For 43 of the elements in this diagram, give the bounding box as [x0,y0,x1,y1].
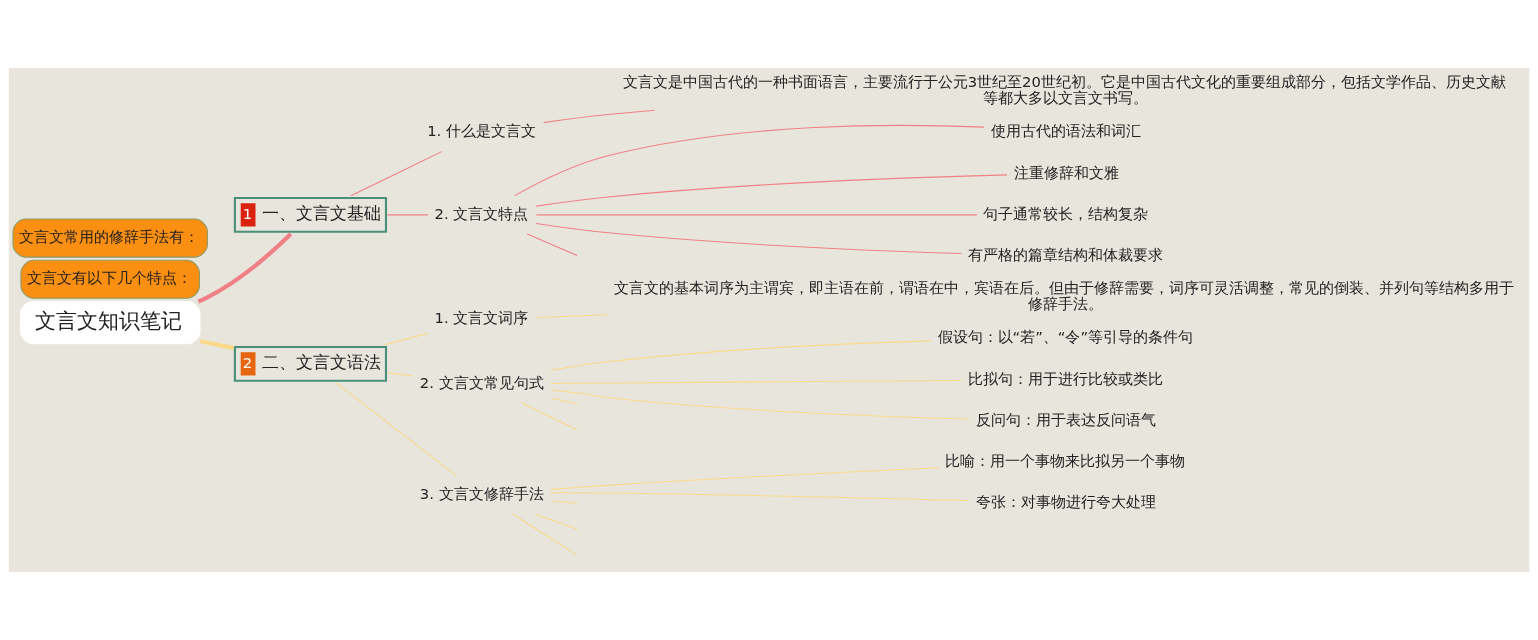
connector [550,340,932,371]
connector [535,214,978,216]
node-text: 使用古代的语法和词汇 [990,122,1141,140]
connector [199,339,235,351]
node-text: 假设句：以“若”、“令”等引导的条件句 [937,328,1194,346]
connector [550,492,970,502]
node-box: 文言文有以下几个特点： [20,259,200,299]
connector [386,214,429,216]
connector [350,151,443,197]
node-text: 文言文的基本词序为主谓宾，即主语在前，谓语在中，宾语在后。但由于修辞需要，词序可灵活调整，常见的倒装、并列句等结构多用于修辞手法。 [614,279,1515,313]
node-text: 反问句：用于表达反问语气 [975,410,1156,428]
node-text: 2. 文言文常见句式 [419,373,544,391]
connector [514,124,985,197]
connector [512,513,578,556]
node-text: 夸张：对事物进行夸大处理 [975,493,1156,511]
connector [550,379,963,384]
connector [550,389,970,420]
node-box: 文言文常用的修辞手法有： [12,218,208,258]
connector [534,513,578,530]
connector [521,402,578,431]
node-text: 比喻：用一个事物来比拟另一个事物 [945,452,1186,470]
node-text: 句子通常较长，结构复杂 [983,204,1149,222]
node-text: 文言文是中国古代的一种书面语言，主要流行于公元3世纪至20世纪初。它是中国古代文化的重要组成部分，包括文学作品、历史文献等都大多以文言文书写。 [622,73,1506,107]
node-text: 1. 文言文词序 [434,309,529,327]
connector [526,233,578,257]
connector [386,372,414,377]
connector [535,314,609,318]
node-text: 注重修辞和文雅 [1013,163,1119,181]
node-text: 1. 什么是文言文 [427,122,536,140]
node-text: 比拟句：用于进行比较或类比 [968,369,1164,387]
connector [550,467,940,490]
connector [535,223,963,255]
connector [550,397,578,405]
connector [197,232,293,304]
connector [550,500,578,504]
connector [383,332,429,346]
node-box: 文言文知识笔记 [19,301,201,345]
node-text: 有严格的篇章结构和体裁要求 [968,245,1164,263]
node-text: 3. 文言文修辞手法 [419,484,544,502]
connector [535,174,1008,207]
connector [335,382,457,477]
connector [543,109,656,124]
node-text: 2. 文言文特点 [434,204,529,222]
